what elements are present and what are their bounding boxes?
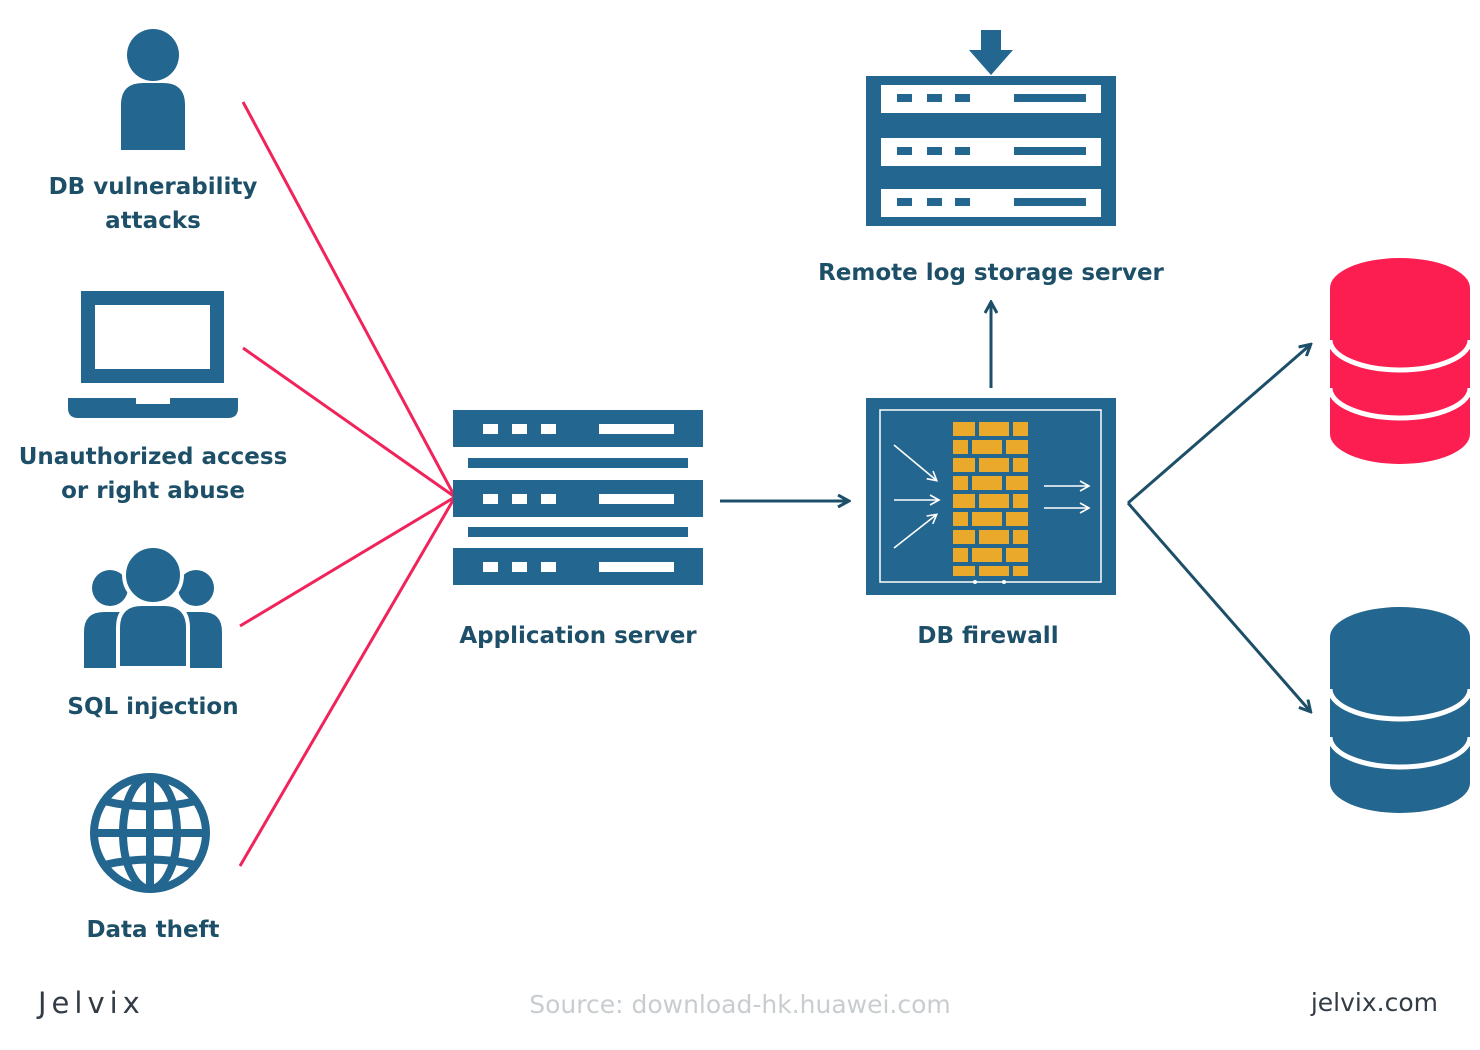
threat-label-sql-injection: SQL injection bbox=[67, 694, 239, 720]
brand-logo: Jelvix bbox=[38, 986, 145, 1020]
database-icon-red bbox=[1327, 258, 1473, 464]
user-icon bbox=[121, 29, 185, 150]
brick-wall-icon bbox=[953, 422, 1028, 576]
attack-line-db-vulnerability bbox=[241, 101, 457, 498]
users-group-icon bbox=[84, 544, 222, 670]
threat-label-data-theft: Data theft bbox=[86, 917, 220, 943]
attack-line-unauthorized-access bbox=[242, 346, 456, 499]
arrow-firewall-to-db-red bbox=[1127, 345, 1310, 505]
laptop-icon bbox=[68, 291, 238, 418]
attack-lines bbox=[238, 101, 457, 867]
attack-line-data-theft bbox=[238, 496, 457, 867]
application-server-icon bbox=[453, 410, 703, 585]
attack-line-sql-injection bbox=[239, 495, 456, 628]
log-storage-server-icon bbox=[866, 30, 1116, 226]
source-attribution: Source: download-hk.huawei.com bbox=[0, 990, 1480, 1019]
source-value: download-hk.huawei.com bbox=[631, 990, 951, 1019]
app-server-label: Application server bbox=[459, 623, 697, 649]
db-firewall-label: DB firewall bbox=[917, 623, 1059, 649]
arrow-down-icon bbox=[969, 30, 1013, 75]
log-server-label: Remote log storage server bbox=[818, 260, 1164, 286]
database-icon-blue bbox=[1327, 607, 1473, 813]
db-firewall-icon bbox=[866, 398, 1116, 595]
source-label: Source: bbox=[529, 990, 624, 1019]
threat-label-db-vulnerability: DB vulnerability attacks bbox=[48, 174, 258, 234]
globe-icon bbox=[90, 773, 210, 893]
threat-label-unauthorized-access: Unauthorized access or right abuse bbox=[18, 444, 288, 504]
site-url: jelvix.com bbox=[1310, 988, 1438, 1017]
arrow-firewall-to-db-blue bbox=[1126, 502, 1310, 711]
